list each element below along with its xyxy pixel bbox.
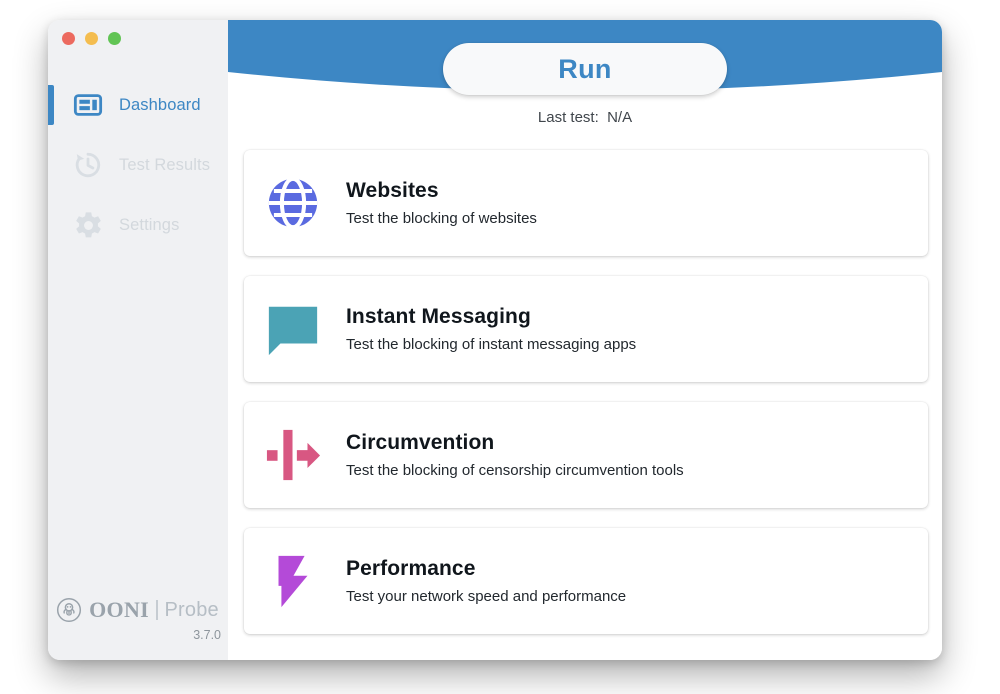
card-description: Test the blocking of censorship circumve… [346,462,684,479]
sidebar-footer: OONI Probe 3.7.0 [48,597,228,642]
card-text: Circumvention Test the blocking of censo… [346,431,684,479]
sidebar-item-label: Test Results [119,155,211,174]
arrow-through-barrier-icon [264,426,322,484]
version-label: 3.7.0 [193,628,221,642]
minimize-button[interactable] [85,32,98,45]
window-controls [62,32,121,45]
logo-divider [156,600,158,620]
sidebar-item-label: Settings [119,215,180,234]
globe-icon [264,174,322,232]
card-title: Circumvention [346,431,495,454]
card-title: Websites [346,179,439,202]
card-text: Instant Messaging Test the blocking of i… [346,305,636,353]
speech-bubble-icon [264,300,322,358]
sidebar-item-test-results[interactable]: Test Results [48,135,228,195]
zoom-button[interactable] [108,32,121,45]
card-description: Test the blocking of instant messaging a… [346,336,637,353]
test-cards-list: Websites Test the blocking of websites I… [244,150,928,634]
close-button[interactable] [62,32,75,45]
card-description: Test your network speed and performance [346,588,627,605]
last-test-status: Last test: N/A [537,109,633,126]
sidebar-item-dashboard[interactable]: Dashboard [48,75,228,135]
run-button[interactable]: Run [443,43,727,95]
main-content: Run Last test: N/A [228,20,942,660]
ooni-probe-logo: OONI Probe [48,597,227,623]
card-title: Performance [346,557,476,580]
sidebar-item-label: Dashboard [119,95,201,114]
ooni-octopus-emblem-icon [56,597,82,623]
card-circumvention[interactable]: Circumvention Test the blocking of censo… [244,402,928,508]
card-websites[interactable]: Websites Test the blocking of websites [244,150,928,256]
dashboard-icon [72,89,104,121]
gear-icon [72,209,104,241]
card-title: Instant Messaging [346,305,531,328]
card-text: Performance Test your network speed and … [346,557,626,605]
product-name: Probe [164,598,219,621]
card-performance[interactable]: Performance Test your network speed and … [244,528,928,634]
card-text: Websites Test the blocking of websites [346,179,537,227]
sidebar: Dashboard Test Results [48,20,228,660]
lightning-bolt-icon [264,552,322,610]
sidebar-nav: Dashboard Test Results [48,75,228,255]
brand-name: OONI [89,597,149,622]
sidebar-item-settings[interactable]: Settings [48,195,228,255]
history-clock-icon [72,149,104,181]
card-instant-messaging[interactable]: Instant Messaging Test the blocking of i… [244,276,928,382]
active-indicator [48,85,54,125]
app-window: Dashboard Test Results [48,20,942,660]
card-description: Test the blocking of websites [346,210,537,227]
